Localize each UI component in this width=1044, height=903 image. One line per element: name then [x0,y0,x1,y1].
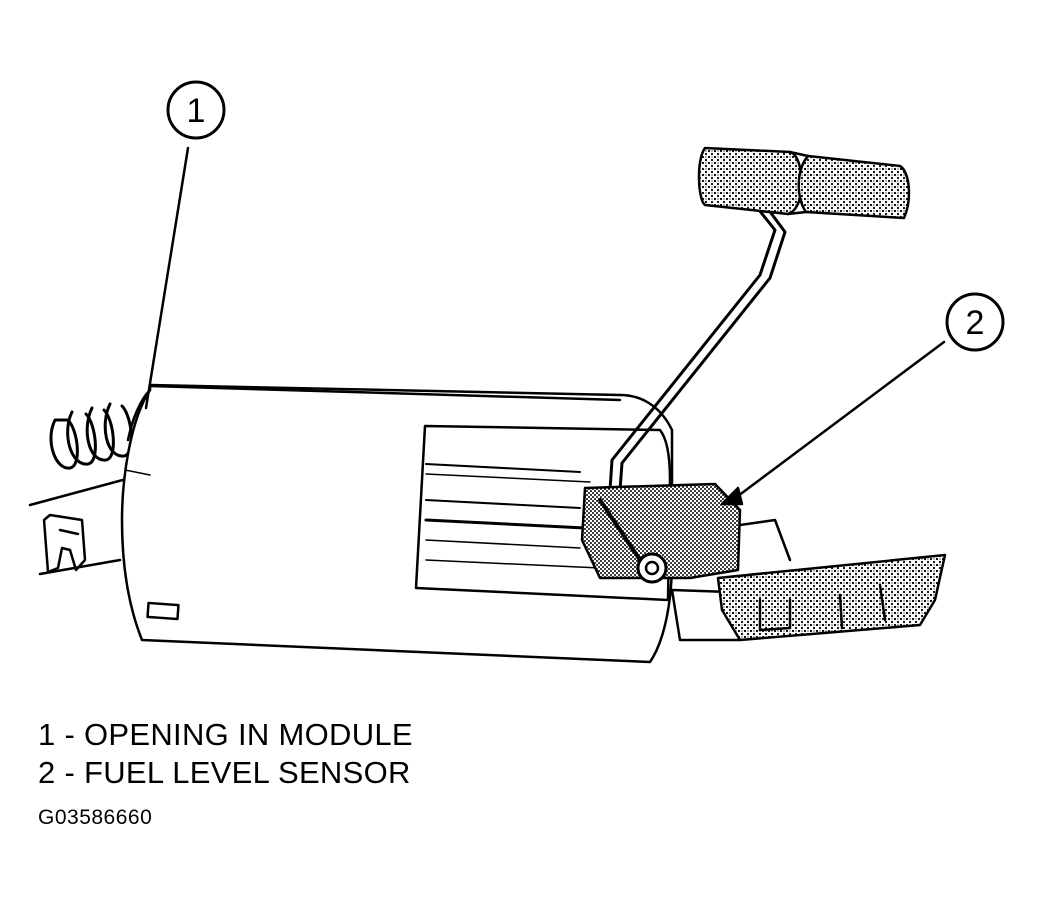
callout-1-number: 1 [187,92,206,130]
callout-2-leader [736,340,946,498]
callout-2-number: 2 [966,304,985,342]
legend-item-1: 1 - OPENING IN MODULE [38,717,413,752]
callout-2: 2 [945,292,1005,352]
callout-2-arrowhead [720,486,744,506]
legend-item-2: 2 - FUEL LEVEL SENSOR [38,755,411,790]
fuel-module-illustration: 1 2 [28,80,1005,664]
module-mounting-foot [28,476,132,576]
callout-1: 1 [166,80,226,140]
legend: 1 - OPENING IN MODULE 2 - FUEL LEVEL SEN… [38,716,413,792]
callout-1-leader [144,146,190,410]
coil-spring [49,402,133,470]
fuel-level-sensor [580,482,742,584]
module-bottom-tray [670,518,947,642]
float-arm [608,203,787,492]
figure-id: G03586660 [38,806,153,829]
fuel-float [697,146,911,220]
